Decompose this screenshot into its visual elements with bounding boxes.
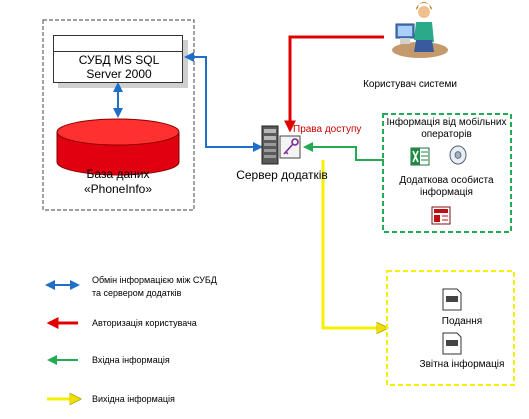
key-icon bbox=[279, 135, 301, 159]
database-label-line2: «PhoneInfo» bbox=[83, 182, 153, 196]
dbms-version: Server 2000 bbox=[86, 67, 152, 81]
server-icon bbox=[261, 125, 279, 165]
legend-input-label: Вхідна інформація bbox=[92, 355, 170, 365]
excel-file-icon bbox=[410, 147, 430, 166]
database-label-line1: База даних bbox=[86, 167, 150, 181]
mobile-info-group-border bbox=[382, 113, 512, 233]
output-item-submission: Подання bbox=[441, 316, 483, 327]
dbms-title: СУБД MS SQL bbox=[78, 53, 160, 67]
output-item-report: Звітна інформація bbox=[419, 359, 505, 370]
extra-info-line2: інформація bbox=[420, 187, 473, 198]
input-arrow bbox=[303, 142, 384, 161]
system-user-label: Користувач системи bbox=[363, 79, 457, 90]
legend-output-label: Вихідна інформація bbox=[92, 394, 175, 404]
mobile-info-title-line1: Інформація від мобільних bbox=[386, 117, 507, 128]
output-arrow bbox=[321, 160, 386, 328]
database-cylinder bbox=[56, 118, 180, 176]
data-disk-icon bbox=[449, 145, 467, 165]
dbms-box: СУБД MS SQL Server 2000 bbox=[53, 35, 183, 83]
app-server-label: Сервер додатків bbox=[236, 168, 328, 182]
report-document-icon-2 bbox=[442, 332, 462, 355]
access-rights-label: Права доступу bbox=[293, 124, 362, 135]
dbms-header-divider bbox=[54, 51, 182, 52]
output-docs-group-border bbox=[386, 270, 515, 386]
document-icon bbox=[431, 206, 451, 225]
extra-info-line1: Додаткова особиста bbox=[399, 175, 494, 186]
user-at-computer-icon bbox=[392, 2, 448, 58]
mobile-info-title-line2: операторів bbox=[421, 129, 472, 140]
legend-authorization-label: Авторизація користувача bbox=[92, 318, 197, 328]
legend-exchange-line2: та сервером додатків bbox=[92, 288, 182, 298]
authorization-arrow bbox=[284, 35, 384, 133]
report-document-icon bbox=[442, 288, 462, 311]
legend-exchange-line1: Обмін інформацією між СУБД bbox=[92, 275, 217, 285]
exchange-arrow-dbms-server bbox=[184, 52, 263, 152]
